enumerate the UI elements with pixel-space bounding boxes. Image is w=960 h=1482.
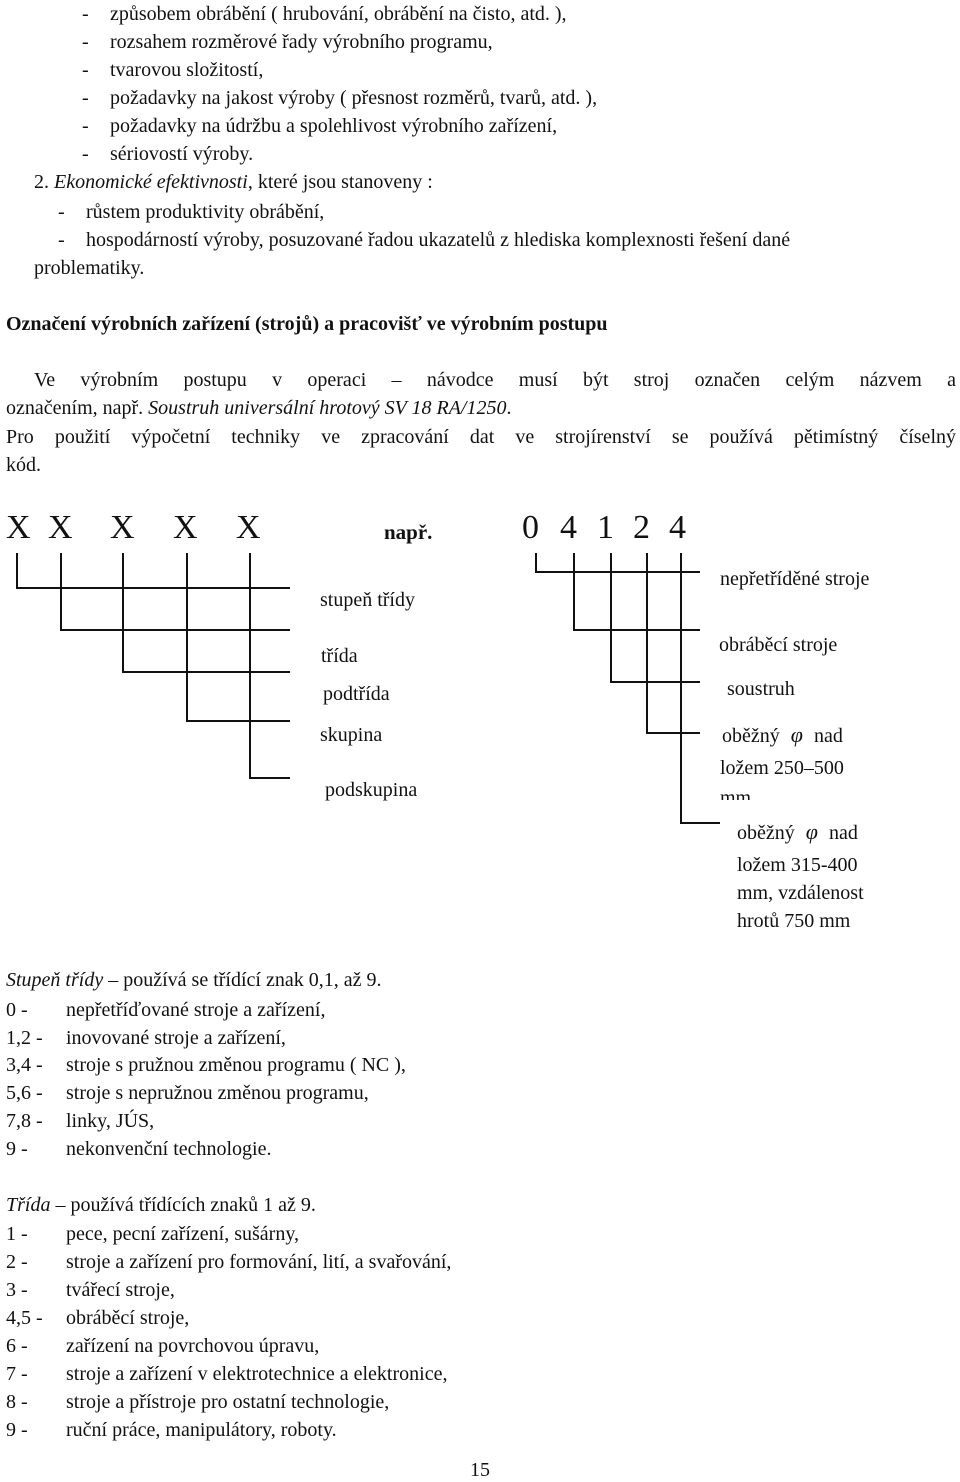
stupen-item: 3,4 -stroje s pružnou změnou programu ( … [6, 1054, 406, 1076]
section-2-continuation: problematiky. [34, 257, 145, 279]
trida-item: 3 -tvářecí stroje, [6, 1279, 175, 1301]
label-trida: třída [321, 645, 358, 667]
intro-item: -způsobem obrábění ( hrubování, obrábění… [82, 3, 567, 25]
section-number: 2. [34, 171, 49, 193]
intro-item: -tvarovou složitostí, [82, 59, 264, 81]
diameter-icon: φ [805, 819, 818, 844]
intro-item: -rozsahem rozměrové řady výrobního progr… [82, 31, 493, 53]
page-number: 15 [470, 1459, 490, 1481]
paragraph-2-line-2: kód. [6, 454, 41, 476]
label-mm: mm [720, 787, 752, 800]
paragraph-1-line-1: Ve výrobním postupu v operaci – návodce … [34, 369, 956, 391]
stupen-item: 1,2 -inovované stroje a zařízení, [6, 1027, 286, 1049]
label-nepretridene-stroje: nepřetříděné stroje [720, 568, 870, 590]
section-2-heading: 2. Ekonomické efektivnosti, které jsou s… [34, 170, 433, 194]
paragraph-2-line-1: Pro použití výpočetní techniky ve zpraco… [6, 426, 956, 448]
trida-item: 2 -stroje a zařízení pro formování, lití… [6, 1251, 452, 1273]
trida-item: 1 -pece, pecní zařízení, sušárny, [6, 1223, 300, 1245]
trida-item: 8 -stroje a přístroje pro ostatní techno… [6, 1391, 390, 1413]
label-soustruh: soustruh [727, 678, 795, 700]
trida-item: 7 -stroje a zařízení v elektrotechnice a… [6, 1363, 448, 1385]
intro-item: -sériovostí výroby. [82, 143, 254, 165]
label-skupina: skupina [320, 724, 383, 746]
trida-heading: Třída – používá třídících znaků 1 až 9. [6, 1194, 316, 1216]
section-heading: Označení výrobních zařízení (strojů) a p… [6, 313, 608, 335]
stupen-item: 0 -nepřetříďované stroje a zařízení, [6, 999, 326, 1021]
example-digit: 4 [669, 509, 686, 546]
code-symbol: X [48, 509, 73, 546]
intro-item: -požadavky na jakost výroby ( přesnost r… [82, 87, 598, 109]
code-symbol: X [110, 509, 135, 546]
label-obezny-1: oběžný φ nad [722, 722, 843, 748]
label-podskupina: podskupina [325, 779, 418, 801]
diameter-icon: φ [790, 722, 803, 747]
code-symbol: X [173, 509, 198, 546]
section-rest: , které jsou stanoveny : [247, 171, 433, 193]
example-label: např. [384, 520, 433, 544]
intro-item: -požadavky na údržbu a spolehlivost výro… [82, 115, 558, 137]
code-symbol: X [236, 509, 261, 546]
trida-item: 6 -zařízení na povrchovou úpravu, [6, 1335, 320, 1357]
code-symbol: X [6, 509, 31, 546]
label-podtrida: podtřída [323, 683, 390, 705]
stupen-item: 5,6 -stroje s nepružnou změnou programu, [6, 1082, 369, 1104]
section-2-item: -hospodárností výroby, posuzované řadou … [58, 229, 791, 251]
label-stupen-tridy: stupeň třídy [320, 589, 415, 611]
label-obrabeci-stroje: obráběcí stroje [719, 634, 838, 656]
label-lozem-315: ložem 315-400 [737, 854, 858, 876]
example-digit: 4 [560, 509, 577, 546]
label-lozem-250: ložem 250–500 [720, 757, 844, 779]
stupen-heading: Stupeň třídy – používá se třídící znak 0… [6, 969, 382, 991]
example-digit: 1 [597, 509, 614, 546]
machine-example: Soustruh universální hrotový SV 18 RA/12… [148, 397, 507, 419]
label-vzdalenost: mm, vzdálenost [737, 882, 864, 904]
label-obezny-2: oběžný φ nad [737, 819, 858, 845]
stupen-item: 7,8 -linky, JÚS, [6, 1110, 155, 1132]
label-hrotu: hrotů 750 mm [737, 910, 851, 932]
trida-item: 4,5 -obráběcí stroje, [6, 1307, 190, 1329]
example-digit: 2 [633, 509, 650, 546]
example-digit: 0 [522, 509, 539, 546]
trida-item: 9 -ruční práce, manipulátory, roboty. [6, 1419, 337, 1441]
section-term: Ekonomické efektivnosti [54, 171, 248, 193]
paragraph-1-line-2: označením, např. Soustruh universální hr… [6, 397, 512, 419]
stupen-item: 9 -nekonvenční technologie. [6, 1138, 272, 1160]
section-2-item: -růstem produktivity obrábění, [58, 201, 325, 223]
